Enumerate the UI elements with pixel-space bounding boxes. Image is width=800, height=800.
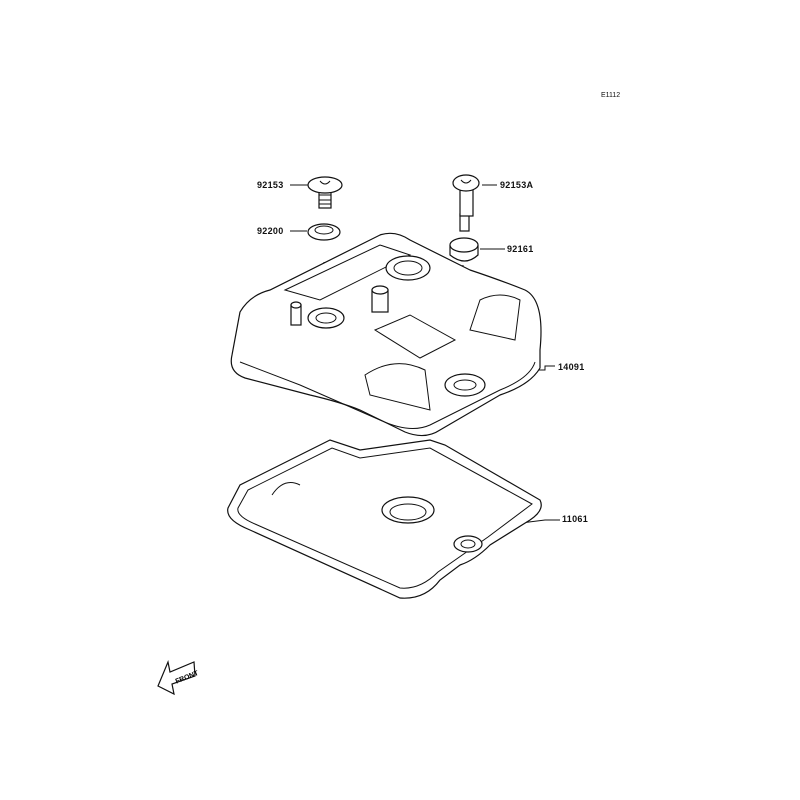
part-14091-cylinder-head-cover[interactable] xyxy=(230,232,542,437)
label-92153[interactable]: 92153 xyxy=(257,180,284,190)
front-arrow-icon: FRONT xyxy=(157,659,200,696)
part-92153A-bolt[interactable] xyxy=(452,174,480,232)
label-92153A[interactable]: 92153A xyxy=(500,180,534,190)
part-92200-washer[interactable] xyxy=(307,223,341,241)
part-92161-grommet[interactable] xyxy=(449,237,479,262)
label-92200[interactable]: 92200 xyxy=(257,226,284,236)
part-11061-gasket[interactable] xyxy=(227,439,542,599)
label-92161[interactable]: 92161 xyxy=(507,244,534,254)
part-92153-bolt[interactable] xyxy=(307,176,343,209)
label-11061[interactable]: 11061 xyxy=(562,514,589,524)
label-14091[interactable]: 14091 xyxy=(558,362,585,372)
diagram-code: E1112 xyxy=(601,92,621,99)
